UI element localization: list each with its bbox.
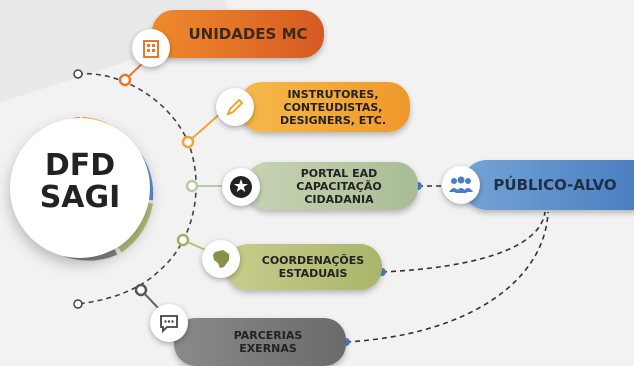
hub-line-2: SAGI — [39, 180, 121, 215]
node-unidades: UNIDADES MC — [152, 10, 324, 58]
node-unidades-label: UNIDADES MC — [188, 25, 308, 43]
brazil-map-icon — [202, 240, 240, 278]
hub-line-1: DFD — [44, 148, 116, 183]
node-portal-line-3: CIDADANIA — [304, 192, 374, 206]
people-group-icon — [442, 166, 480, 204]
node-portal: PORTAL EAD CAPACITAÇÃO CIDADANIA — [246, 162, 418, 210]
hub-title: DFD SAGI — [10, 150, 150, 214]
node-instrutores-line-1: INSTRUTORES, — [287, 87, 379, 101]
node-publico: PÚBLICO-ALVO — [462, 160, 634, 210]
node-coordenacoes: COORDENAÇÕES ESTADUAIS — [226, 244, 382, 290]
node-coordenacoes-line-1: COORDENAÇÕES — [261, 254, 365, 267]
node-parcerias-line-2: EXERNAS — [239, 342, 297, 355]
hub-circle — [10, 118, 150, 258]
node-parcerias: PARCERIAS EXERNAS — [174, 318, 346, 366]
node-portal-line-2: CAPACITAÇÃO — [296, 179, 382, 193]
node-instrutores: INSTRUTORES, CONTEUDISTAS, DESIGNERS, ET… — [240, 82, 410, 132]
node-instrutores-line-2: CONTEUDISTAS, — [283, 100, 383, 114]
star-person-icon — [222, 168, 260, 206]
chat-bubble-icon — [150, 304, 188, 342]
node-coordenacoes-line-2: ESTADUAIS — [278, 267, 348, 280]
node-parcerias-line-1: PARCERIAS — [233, 329, 303, 342]
node-publico-label: PÚBLICO-ALVO — [493, 176, 617, 194]
node-portal-line-1: PORTAL EAD — [300, 166, 378, 180]
pencil-icon — [216, 88, 254, 126]
node-instrutores-line-3: DESIGNERS, ETC. — [279, 113, 387, 127]
building-icon — [132, 29, 170, 67]
